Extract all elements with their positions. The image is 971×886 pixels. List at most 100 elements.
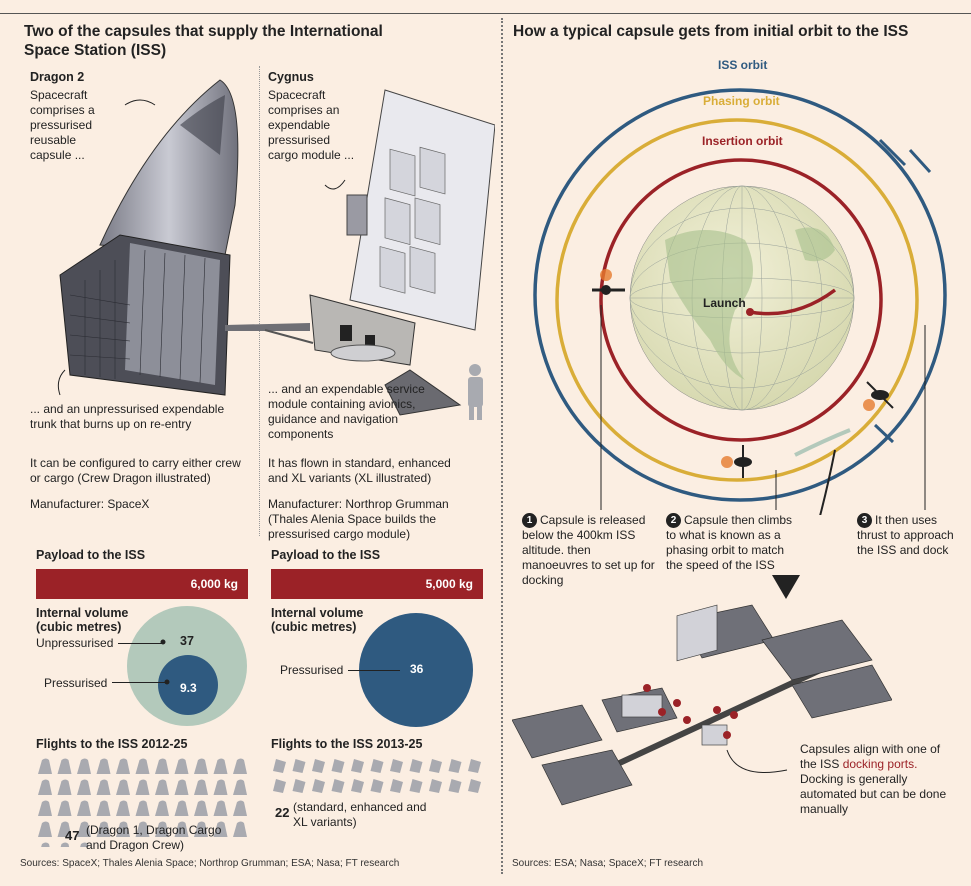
flight-icon xyxy=(273,779,286,793)
cygnus-name: Cygnus xyxy=(268,70,314,84)
iss-marker-top xyxy=(878,138,932,174)
flight-icon xyxy=(57,758,72,774)
flight-icon xyxy=(38,842,52,858)
flight-icon xyxy=(155,779,169,795)
cygnus-flights-icons xyxy=(271,757,491,797)
capsule-flame-2 xyxy=(721,456,733,468)
flight-icon xyxy=(468,779,481,793)
flight-icon xyxy=(273,759,286,773)
dragon-desc1: Spacecraft comprises a pressurised reusa… xyxy=(30,88,95,162)
flight-icon xyxy=(233,758,247,774)
flight-icon xyxy=(292,759,306,773)
insertion-orbit-ring xyxy=(599,158,883,442)
flight-icon xyxy=(390,759,403,773)
iss-illustration xyxy=(512,604,892,806)
flight-icon xyxy=(351,779,364,793)
flight-icon xyxy=(77,779,91,795)
flight-icon xyxy=(135,800,150,816)
flight-icon xyxy=(135,821,150,837)
cygnus-pressurised-leader xyxy=(348,670,400,671)
flight-icon xyxy=(194,800,208,816)
flight-icon xyxy=(213,779,228,795)
cygnus-pressurised-circle xyxy=(359,613,473,727)
flight-icon xyxy=(174,800,189,816)
step-2-text: Capsule then climbs to what is known as … xyxy=(666,513,793,572)
flight-icon xyxy=(135,758,150,774)
flight-icon xyxy=(96,821,111,837)
dragon-name: Dragon 2 xyxy=(30,70,85,84)
flight-icon xyxy=(155,758,169,774)
cygnus-flights-note: (standard, enhanced and XL variants) xyxy=(293,800,427,829)
docking-caption: Capsules align with one of the ISS docki… xyxy=(800,742,950,817)
left-sources: Sources: SpaceX; Thales Alenia Space; No… xyxy=(20,858,400,869)
flight-icon xyxy=(233,800,247,816)
flight-icon xyxy=(77,800,91,816)
dragon-volume-label: Internal volume (cubic metres) xyxy=(36,606,129,634)
flight-icon xyxy=(351,759,364,773)
flight-icon xyxy=(116,779,130,795)
right-title: How a typical capsule gets from initial … xyxy=(513,23,909,40)
flight-icon xyxy=(292,779,306,793)
flight-icon xyxy=(429,779,442,793)
flight-icon xyxy=(57,842,72,858)
capsule-marker-2 xyxy=(734,445,752,478)
flight-icon xyxy=(77,821,91,837)
flight-icon xyxy=(38,779,52,795)
step-2-number: 2 xyxy=(666,513,681,528)
flight-icon xyxy=(155,800,169,816)
step-1-number: 1 xyxy=(522,513,537,528)
step-1-text: Capsule is released below the 400km ISS … xyxy=(522,513,655,587)
flight-icon xyxy=(174,779,189,795)
flight-icon xyxy=(448,779,462,793)
docking-text-after: Docking is generally automated but can b… xyxy=(800,772,947,816)
cygnus-desc1: Spacecraft comprises an expendable press… xyxy=(268,88,355,162)
column-divider xyxy=(259,66,260,536)
flight-icon xyxy=(135,779,150,795)
dragon-desc2: ... and an unpressurised expendable trun… xyxy=(30,402,225,431)
flight-icon xyxy=(57,779,72,795)
label-launch: Launch xyxy=(703,296,746,310)
capsule-marker-1 xyxy=(592,285,625,295)
cygnus-manufacturer: Manufacturer: Northrop Grumman (Thales A… xyxy=(268,497,449,541)
iss-orbit-ring xyxy=(533,88,947,502)
cygnus-icons-svg xyxy=(273,759,481,793)
dragon-payload-bar: 6,000 kg xyxy=(36,569,248,599)
flight-icon xyxy=(38,800,52,816)
flight-icon xyxy=(57,821,72,837)
dragon-flights-count: 47 xyxy=(65,828,80,843)
dragon-config: It can be configured to carry either cre… xyxy=(30,456,241,485)
flight-icon xyxy=(429,759,442,773)
dragon-flights-label: Flights to the ISS 2012-25 xyxy=(36,737,188,751)
launch-point xyxy=(746,308,754,316)
flight-icon xyxy=(194,758,208,774)
dragon-pressurised-circle xyxy=(158,655,218,715)
dragon-pressurised-dot xyxy=(164,679,170,685)
capsule-flame-1 xyxy=(600,269,612,281)
flight-icon xyxy=(390,779,403,793)
cygnus-variants: It has flown in standard, enhanced and X… xyxy=(268,456,451,485)
flight-icon xyxy=(155,821,169,837)
dragon-volume-chart xyxy=(127,606,247,726)
iss-marker-bottom xyxy=(873,423,895,444)
flight-icon xyxy=(174,758,189,774)
flight-icon xyxy=(77,758,91,774)
flight-icon xyxy=(233,821,247,837)
flight-icon xyxy=(331,779,345,793)
flight-icon xyxy=(448,759,462,773)
dragon-manufacturer: Manufacturer: SpaceX xyxy=(30,497,150,511)
flight-icon xyxy=(409,759,423,773)
flight-icon xyxy=(331,759,345,773)
flight-icon xyxy=(370,779,384,793)
dragon-illustration xyxy=(57,79,239,396)
flight-icon xyxy=(116,800,130,816)
capsule-flame-3 xyxy=(863,399,875,411)
docking-text-before: Capsules align with one of the ISS xyxy=(800,742,941,771)
label-iss-orbit: ISS orbit xyxy=(718,58,768,72)
flight-icon xyxy=(38,758,52,774)
top-rule xyxy=(0,13,971,14)
dragon-unpressurised-value: 37 xyxy=(180,634,194,648)
cygnus-illustration xyxy=(225,89,495,420)
dragon-pressurised-label: Pressurised xyxy=(44,676,108,690)
